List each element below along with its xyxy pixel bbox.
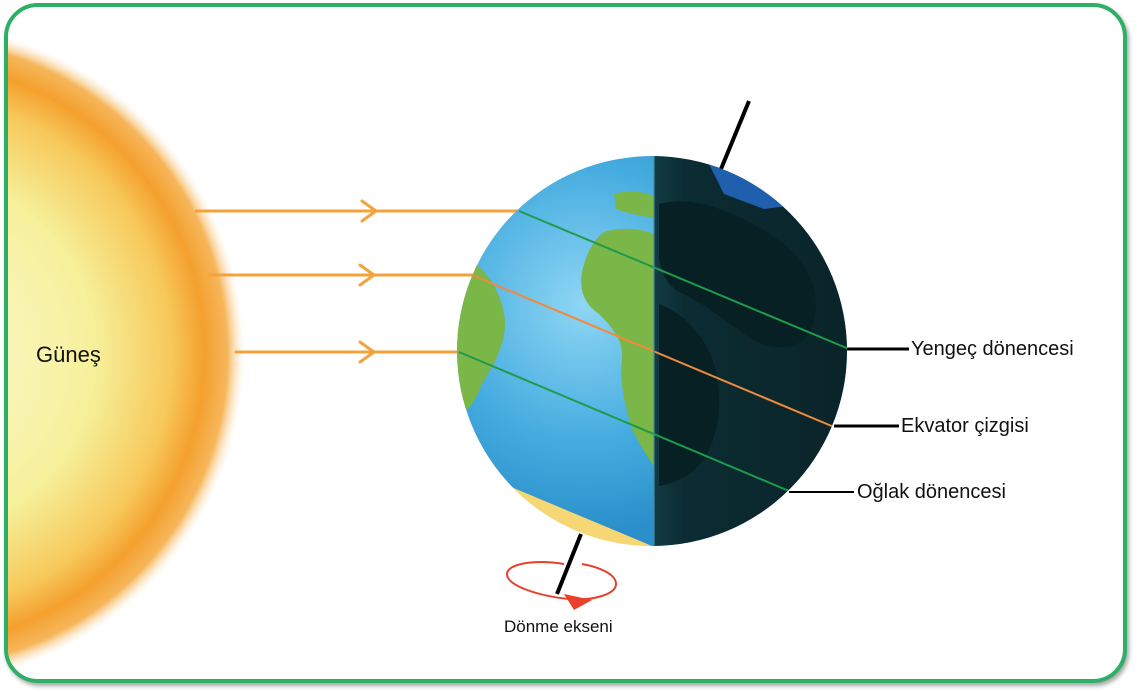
rotation-arrowhead	[564, 594, 592, 610]
rotation-axis-bottom	[555, 533, 583, 595]
ray-arrow-3	[358, 340, 377, 364]
sun-rays	[194, 199, 521, 364]
sun-label: Güneş	[36, 342, 101, 367]
ray-arrow-1	[360, 199, 379, 223]
ray-arrow-2	[358, 263, 377, 287]
tropic-of-capricorn-line	[458, 351, 790, 492]
land-africa	[581, 228, 659, 474]
land-europe	[614, 191, 659, 219]
earth-globe	[457, 156, 847, 546]
equator-label: Ekvator çizgisi	[901, 415, 1029, 437]
axis-label: Dönme ekseni	[504, 617, 613, 636]
tropic-of-cancer-line	[518, 210, 847, 350]
tropic-of-cancer-label: Yengeç dönencesi	[911, 338, 1074, 360]
earth-sun-diagram: Güneş	[8, 37, 1074, 671]
tropic-of-capricorn-label: Oğlak dönencesi	[857, 481, 1006, 503]
sun	[8, 37, 244, 671]
land-south-america	[457, 254, 505, 416]
diagram-frame: Güneş	[4, 3, 1127, 683]
rotation-axis-top	[719, 100, 751, 170]
